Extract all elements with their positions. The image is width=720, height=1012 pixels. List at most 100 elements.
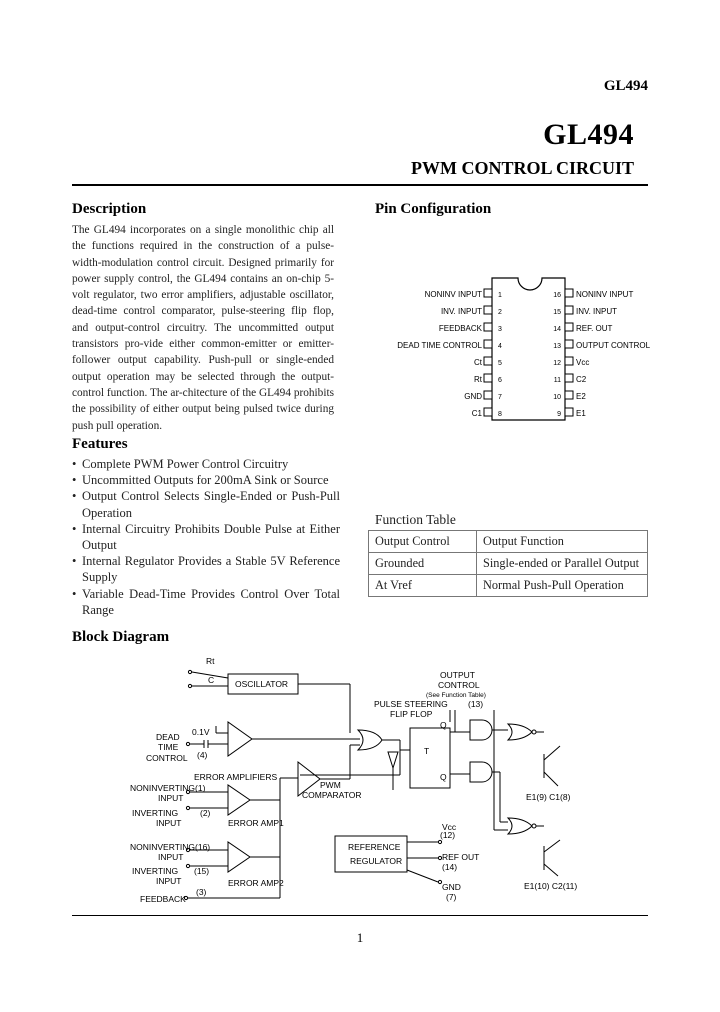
pin-number-right: 9 — [557, 411, 561, 418]
table-cell: Grounded — [368, 552, 477, 575]
pin-number-left: 2 — [498, 309, 502, 316]
noninv-input-2-sub: INPUT — [158, 852, 184, 862]
pin-number-left: 3 — [498, 326, 502, 333]
pin-name-right: C2 — [576, 375, 587, 384]
noninv-input-1-label: NONINVERTING(1) — [130, 783, 206, 793]
ct-label: C — [208, 675, 214, 685]
and-gate-2 — [469, 761, 493, 783]
vcc-label: Vcc — [442, 822, 457, 832]
pin-number-left: 6 — [498, 377, 502, 384]
pulse-steering-label: PULSE STEERING — [374, 699, 448, 709]
table-row: At Vref Normal Push-Pull Operation — [368, 574, 648, 597]
ref-out-label: REF OUT — [442, 852, 479, 862]
e1-c1-label: E1(9) C1(8) — [526, 792, 571, 802]
rt-label: Rt — [206, 656, 215, 666]
dead-time-label-1: DEAD — [156, 732, 180, 742]
feedback-pin: (3) — [196, 887, 207, 897]
flip-flop — [409, 727, 451, 789]
nor-gate-1 — [506, 723, 533, 741]
pin-number-right: 12 — [553, 360, 561, 367]
pin-name-left: Ct — [474, 358, 483, 367]
or-gate — [356, 729, 383, 751]
feature-item: Output Control Selects Single-Ended or P… — [72, 488, 340, 520]
pin-name-left: Rt — [474, 375, 483, 384]
pin-number-left: 7 — [498, 394, 502, 401]
pin-box — [564, 339, 574, 349]
pin-name-right: REF. OUT — [576, 324, 613, 333]
pin-name-left: C1 — [472, 409, 483, 418]
flip-flop-label: FLIP FLOP — [390, 709, 433, 719]
description-heading: Description — [72, 201, 147, 217]
inv-input-2-label: INVERTING — [132, 866, 178, 876]
function-table-title: Function Table — [375, 512, 456, 527]
inv-input-2-pin: (15) — [194, 866, 209, 876]
table-row: Grounded Single-ended or Parallel Output — [368, 552, 648, 575]
pin-box — [483, 305, 493, 315]
reference-regulator — [334, 835, 408, 873]
vcc-pin: (12) — [440, 830, 455, 840]
pin-number-left: 8 — [498, 411, 502, 418]
output-control-label-1: OUTPUT — [440, 670, 475, 680]
feature-item: Variable Dead-Time Provides Control Over… — [72, 586, 340, 618]
pin-box — [483, 322, 493, 332]
output-control-label-2: CONTROL — [438, 680, 480, 690]
pin-name-right: E1 — [576, 409, 586, 418]
output-control-pin: (13) — [468, 699, 483, 709]
dead-time-pin: (4) — [197, 750, 208, 760]
pin-number-right: 11 — [554, 377, 561, 384]
ff-q-label: Q — [440, 720, 447, 730]
e2-c2-label: E1(10) C2(11) — [524, 881, 577, 891]
comparator-label: COMPARATOR — [302, 790, 362, 800]
table-header-cell: Output Control — [368, 530, 477, 553]
features-list: Complete PWM Power Control Circuitry Unc… — [72, 456, 340, 618]
offset-label: 0.1V — [192, 727, 210, 737]
table-row: Output Control Output Function — [368, 530, 648, 553]
pin-name-left: NONINV INPUT — [425, 290, 482, 299]
feature-item: Uncommitted Outputs for 200mA Sink or So… — [72, 472, 340, 488]
table-cell: At Vref — [368, 574, 477, 597]
noninv-input-1-sub: INPUT — [158, 793, 184, 803]
oscillator-label: OSCILLATOR — [235, 679, 288, 689]
inv-input-2-sub: INPUT — [156, 876, 182, 886]
pin-box — [483, 339, 493, 349]
pin-box — [564, 288, 574, 298]
error-amp-1-label: ERROR AMP1 — [228, 818, 284, 828]
noninv-input-2-label: NONINVERTING(16) — [130, 842, 210, 852]
document-title: GL494 — [543, 118, 634, 151]
pin-box — [483, 407, 493, 417]
error-amp-2 — [227, 841, 251, 873]
pin-number-left: 5 — [498, 360, 502, 367]
ff-t-label: T — [424, 746, 429, 756]
pin-box — [564, 373, 574, 383]
pin-box — [483, 288, 493, 298]
inv-input-1-pin: (2) — [200, 808, 211, 818]
pin-number-left: 4 — [498, 343, 502, 350]
feature-item: Complete PWM Power Control Circuitry — [72, 456, 340, 472]
pin-number-right: 13 — [553, 343, 561, 350]
pin-box — [564, 322, 574, 332]
feedback-label: FEEDBACK — [140, 894, 186, 904]
inv-input-1-label: INVERTING — [132, 808, 178, 818]
pin-number-right: 10 — [553, 394, 561, 401]
pin-name-left: INV. INPUT — [441, 307, 482, 316]
pin-box — [564, 390, 574, 400]
error-amp-2-label: ERROR AMP2 — [228, 878, 284, 888]
ff-qbar-label: Q — [440, 772, 447, 782]
footer-divider — [72, 915, 648, 916]
pin-number-right: 16 — [553, 292, 561, 299]
pin-box — [564, 407, 574, 417]
dead-time-label-2: TIME — [158, 742, 179, 752]
inv-input-1-sub: INPUT — [156, 818, 182, 828]
pin-box — [564, 356, 574, 366]
dip-package-outline — [491, 277, 566, 421]
header-part-number: GL494 — [603, 78, 648, 94]
pin-name-right: Vcc — [576, 358, 589, 367]
gnd-label: GND — [442, 882, 461, 892]
pwm-label: PWM — [320, 780, 341, 790]
pin-name-left: GND — [464, 392, 482, 401]
features-heading: Features — [72, 436, 128, 452]
regulator-label: REGULATOR — [350, 856, 402, 866]
feature-item: Internal Regulator Provides a Stable 5V … — [72, 553, 340, 585]
pin-config-heading: Pin Configuration — [375, 201, 492, 217]
